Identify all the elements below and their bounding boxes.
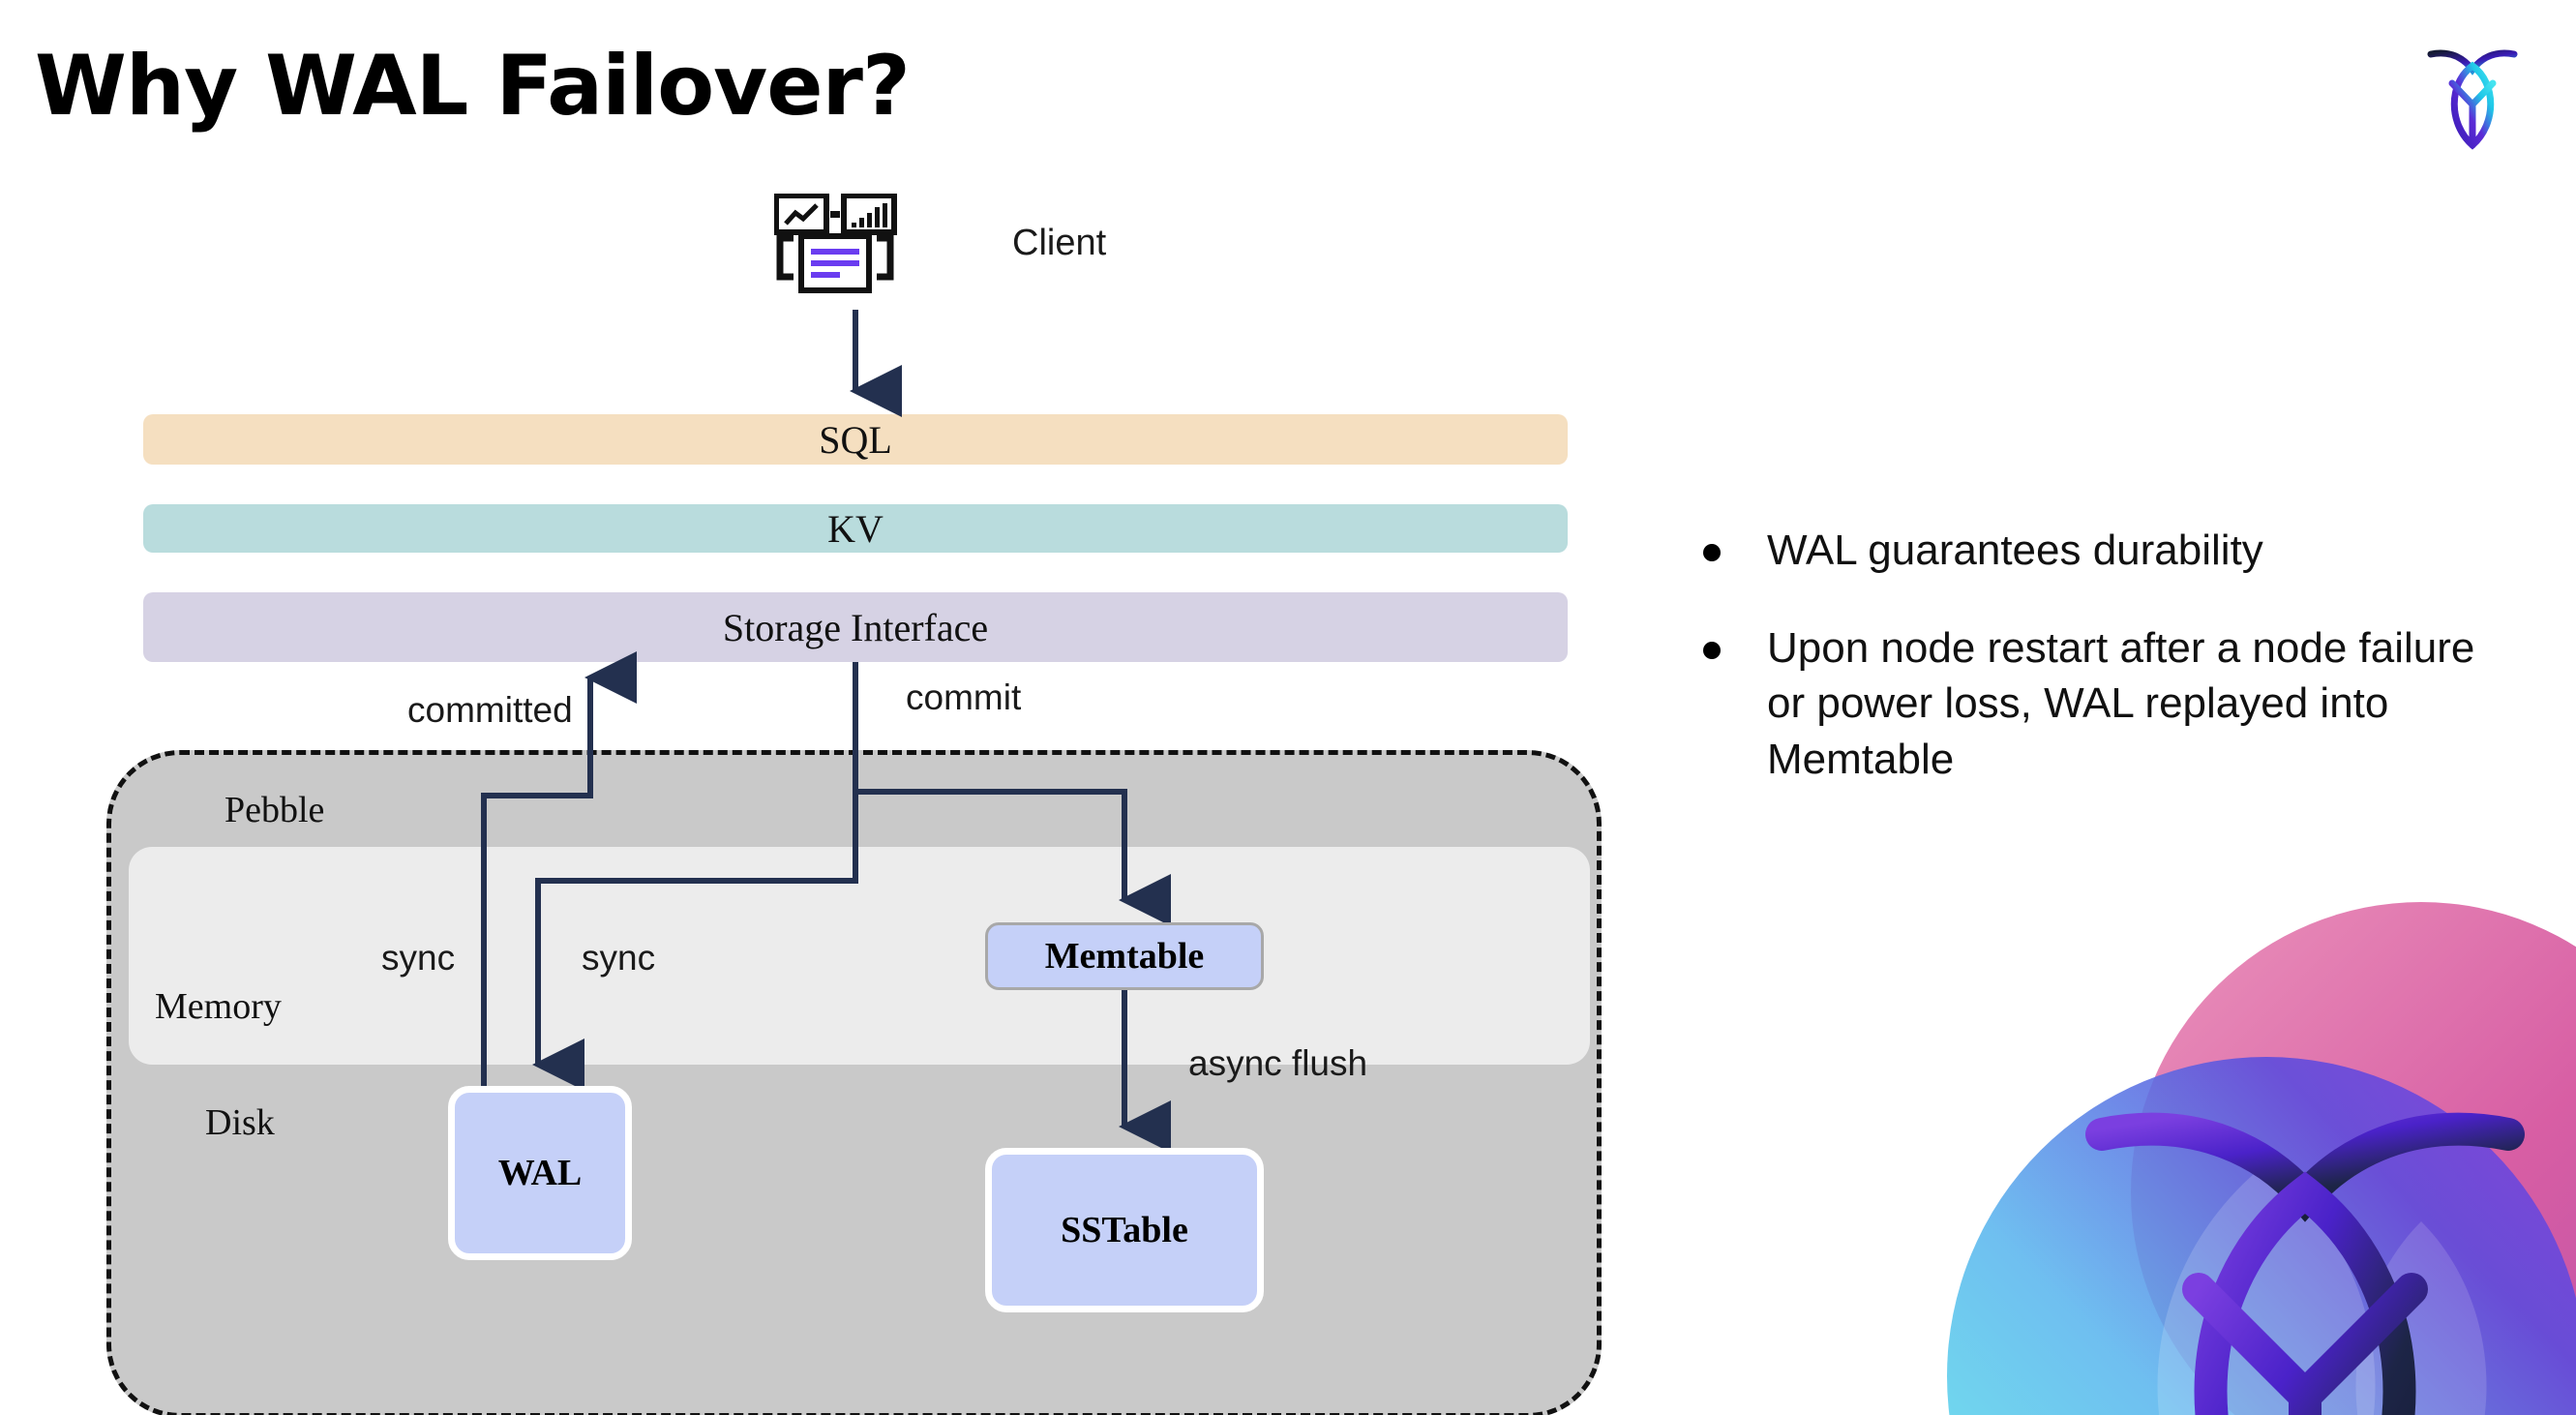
edge-label-async-flush: async flush: [1188, 1043, 1368, 1083]
list-item: Upon node restart after a node failure o…: [1703, 620, 2506, 787]
node-wal: WAL: [448, 1086, 632, 1260]
pebble-container: [106, 750, 1602, 1415]
pebble-label: Pebble: [225, 790, 325, 830]
node-label-sstable: SSTable: [1061, 1210, 1188, 1250]
cockroachdb-logo-icon: [2410, 27, 2535, 153]
bullet-text: WAL guarantees durability: [1767, 527, 2263, 574]
edge-label-committed: committed: [407, 690, 573, 730]
cockroachdb-decorative-circles: [1879, 873, 2576, 1415]
layer-bar-sql: SQL: [143, 414, 1568, 465]
layer-label-sql: SQL: [819, 417, 892, 462]
layer-bar-storage: Storage Interface: [143, 592, 1568, 662]
client-dashboard-icon: [773, 193, 929, 310]
page-title: Why WAL Failover?: [35, 38, 911, 135]
client-label: Client: [1012, 223, 1107, 263]
node-label-memtable: Memtable: [1044, 936, 1205, 977]
node-sstable: SSTable: [985, 1148, 1264, 1312]
list-item: WAL guarantees durability: [1703, 523, 2506, 578]
edge-label-sync-to-wal: sync: [582, 938, 656, 978]
bullet-dot-icon: [1703, 544, 1721, 561]
layer-label-storage: Storage Interface: [722, 605, 989, 649]
bullet-text: Upon node restart after a node failure o…: [1767, 624, 2475, 783]
bullet-dot-icon: [1703, 642, 1721, 660]
node-memtable: Memtable: [985, 922, 1264, 990]
memory-label: Memory: [155, 986, 282, 1027]
bullet-list: WAL guarantees durability Upon node rest…: [1703, 523, 2506, 829]
memory-band: [129, 847, 1590, 1065]
layer-bar-kv: KV: [143, 504, 1568, 553]
node-label-wal: WAL: [497, 1153, 583, 1193]
edge-label-sync-return: sync: [381, 938, 456, 978]
disk-label: Disk: [205, 1102, 275, 1143]
layer-label-kv: KV: [827, 506, 884, 551]
edge-label-commit: commit: [906, 677, 1022, 717]
